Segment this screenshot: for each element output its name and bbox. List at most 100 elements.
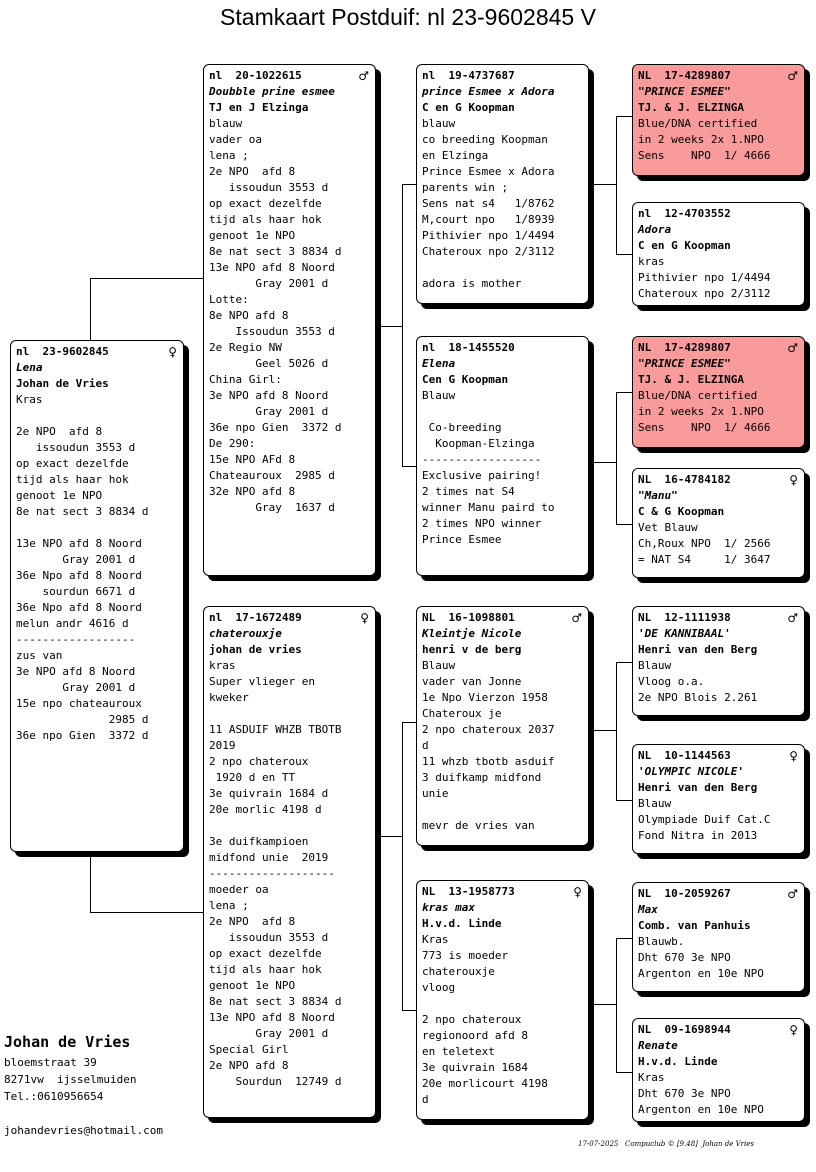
card-line: vloog <box>422 981 456 994</box>
card-line: Gray 2001 d <box>209 277 329 290</box>
card-line: Vloog o.a. <box>638 675 705 688</box>
card-line: Kras <box>422 933 449 946</box>
card-line: Gray 2001 d <box>16 681 136 694</box>
card-line: regionoord afd 8 <box>422 1029 528 1042</box>
card-line <box>422 260 583 276</box>
card-line: Super vlieger en <box>209 675 315 688</box>
card-line: issoudun 3553 d <box>209 931 329 944</box>
card-line: genoot 1e NPO <box>209 979 296 992</box>
card-line: 2e NPO Blois 2.261 <box>638 691 758 704</box>
card-line: Sens nat s4 1/8762 <box>422 197 555 210</box>
card-line: M,court npo 1/8939 <box>422 213 555 226</box>
card-line: tijd als haar hok <box>209 963 322 976</box>
ring-number: NL 13-1958773♀ <box>422 885 582 899</box>
breeder-name: H.v.d. Linde <box>638 1055 718 1068</box>
card-line: moeder oa <box>209 883 269 896</box>
card-line: Blauw <box>422 389 456 402</box>
ring-number: NL 17-4289807♂ <box>638 341 798 355</box>
card-line: Ch,Roux NPO 1/ 2566 <box>638 537 771 550</box>
male-icon: ♂ <box>787 887 798 901</box>
card-line: 3e quivrain 1684 d <box>209 787 329 800</box>
female-icon: ♀ <box>789 1023 798 1037</box>
pigeon-name: Doubble prine esmee <box>209 85 335 98</box>
card-line: Geel 5026 d <box>209 357 329 370</box>
card-line: 11 whzb tbotb asduif <box>422 755 555 768</box>
female-icon: ♀ <box>573 885 582 899</box>
card-line: kras <box>209 659 236 672</box>
card-line: Kras <box>16 393 43 406</box>
card-line <box>422 404 583 420</box>
card-line <box>422 996 583 1012</box>
card-line: issoudun 3553 d <box>209 181 329 194</box>
card-line: 36e Npo afd 8 Noord <box>16 601 142 614</box>
card-line: 32e NPO afd 8 <box>209 485 296 498</box>
card-line: 773 is moeder <box>422 949 509 962</box>
card-line: ------------------ <box>422 453 542 466</box>
owner-street: bloemstraat 39 <box>4 1056 97 1069</box>
breeder-name: Johan de Vries <box>16 377 109 390</box>
owner-phone: Tel.:0610956654 <box>4 1090 104 1103</box>
card-line: in 2 weeks 2x 1.NPO <box>638 405 764 418</box>
breeder-name: C en G Koopman <box>638 239 731 252</box>
card-line: vader oa <box>209 133 262 146</box>
card-line: Gray 2001 d <box>209 405 329 418</box>
female-icon: ♀ <box>789 749 798 763</box>
card-line: 3e NPO afd 8 Noord <box>209 389 329 402</box>
card-line: blauw <box>209 117 243 130</box>
breeder-name: henri v de berg <box>422 643 522 656</box>
page-title: Stamkaart Postduif: nl 23-9602845 V <box>220 4 596 30</box>
card-line: op exact dezelfde <box>209 197 322 210</box>
pigeon-card-mfm: NL 10-1144563♀'OLYMPIC NICOLE'Henri van … <box>632 744 805 854</box>
female-icon: ♀ <box>789 473 798 487</box>
pigeon-name: Renate <box>638 1039 678 1052</box>
card-line: winner Manu paird to <box>422 501 555 514</box>
owner-email[interactable]: johandevries@hotmail.com <box>4 1124 163 1137</box>
card-line: Blauw <box>638 659 672 672</box>
card-line: issoudun 3553 d <box>16 441 136 454</box>
card-line: Blauw <box>422 659 456 672</box>
card-line: = NAT S4 1/ 3647 <box>638 553 771 566</box>
card-line: vader van Jonne <box>422 675 522 688</box>
breeder-name: johan de vries <box>209 643 302 656</box>
card-line: 2985 d <box>16 713 149 726</box>
card-line <box>16 520 178 536</box>
pigeon-name: Adora <box>638 223 672 236</box>
breeder-name: TJ en J Elzinga <box>209 101 309 114</box>
card-line: 13e NPO afd 8 Noord <box>209 261 335 274</box>
card-line: 8e nat sect 3 8834 d <box>16 505 149 518</box>
card-line: Blauwb. <box>638 935 685 948</box>
ring-number: NL 10-1144563♀ <box>638 749 798 763</box>
owner-info: Johan de Vries bloemstraat 39 8271vw ijs… <box>4 1034 136 1105</box>
card-line: 13e NPO afd 8 Noord <box>16 537 142 550</box>
card-line: Pithivier npo 1/4494 <box>422 229 555 242</box>
male-icon: ♂ <box>787 611 798 625</box>
card-line: Blauw <box>638 797 672 810</box>
pigeon-card-fmf: NL 17-4289807♂"PRINCE ESMEE"TJ. & J. ELZ… <box>632 336 805 448</box>
card-line: Chateroux je <box>422 707 502 720</box>
ring-number: NL 12-1111938♂ <box>638 611 798 625</box>
card-line: melun andr 4616 d <box>16 617 129 630</box>
card-line <box>209 706 370 722</box>
card-line: 2e NPO afd 8 <box>16 425 103 438</box>
card-line: kras <box>638 255 665 268</box>
card-line: Chateauroux 2985 d <box>209 469 335 482</box>
card-line: 13e NPO afd 8 Noord <box>209 1011 335 1024</box>
card-line: midfond unie 2019 <box>209 851 329 864</box>
card-line: 8e nat sect 3 8834 d <box>209 245 342 258</box>
card-line: Dht 670 3e NPO <box>638 951 731 964</box>
pigeon-name: kras max <box>422 901 475 914</box>
pigeon-card-mff: NL 12-1111938♂'DE KANNIBAAL'Henri van de… <box>632 606 805 716</box>
card-line: China Girl: <box>209 373 282 386</box>
owner-city: 8271vw ijsselmuiden <box>4 1073 137 1086</box>
card-line: en Elzinga <box>422 149 489 162</box>
pigeon-name: Elena <box>422 357 456 370</box>
male-icon: ♂ <box>787 69 798 83</box>
pigeon-name: Kleintje Nicole <box>422 627 522 640</box>
card-line: 1920 d en TT <box>209 771 296 784</box>
card-line: Sens NPO 1/ 4666 <box>638 421 771 434</box>
